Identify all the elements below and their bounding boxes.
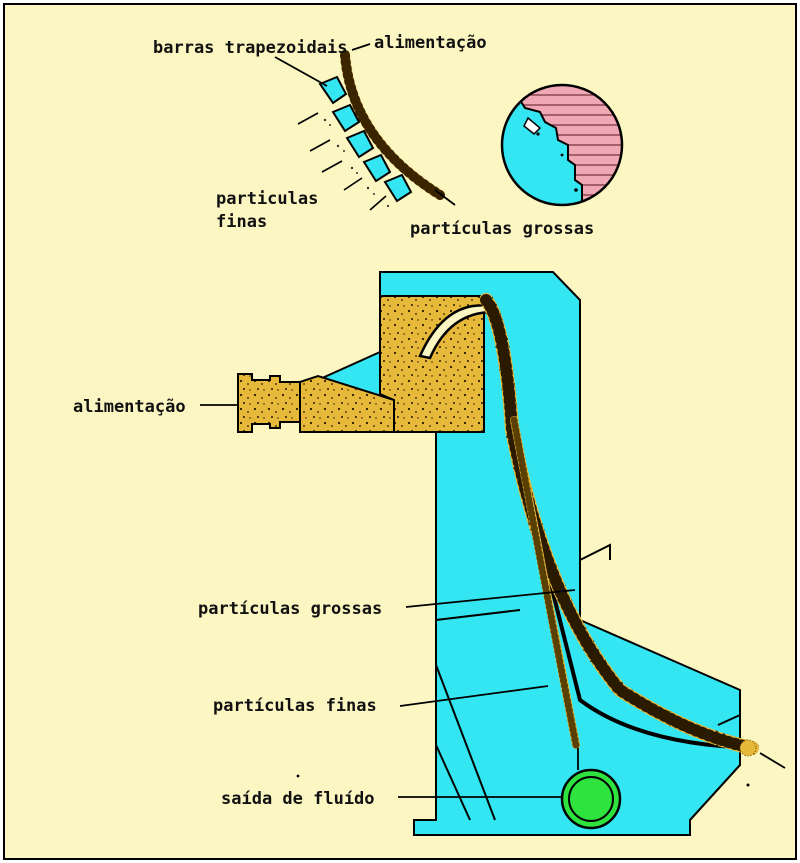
stray-dot (297, 775, 300, 778)
label-main-fine-particles: partículas finas (213, 696, 377, 716)
label-fluid-outlet: saída de fluído (221, 789, 375, 809)
label-main-feed: alimentação (73, 397, 186, 417)
label-top-fine-particles-line2: finas (216, 212, 267, 232)
label-top-coarse-particles: partículas grossas (410, 219, 594, 239)
fluid-outlet-pipe-icon (562, 770, 620, 828)
label-main-coarse-particles: partículas grossas (198, 599, 382, 619)
label-top-feed: alimentação (374, 33, 487, 53)
label-trapezoidal-bars: barras trapezoidais (153, 38, 347, 58)
label-top-fine-particles-line1: particulas (216, 189, 318, 209)
